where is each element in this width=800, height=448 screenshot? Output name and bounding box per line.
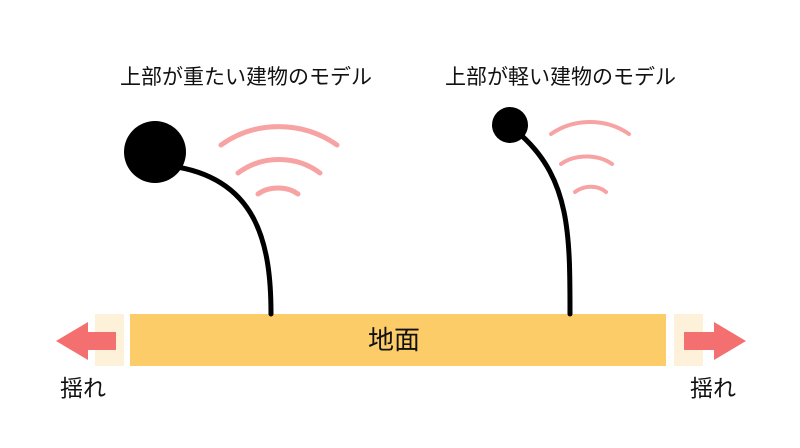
- light-building-mass: [492, 107, 528, 143]
- light-building-stem: [519, 133, 573, 317]
- heavy-top-model-label: 上部が重たい建物のモデル: [120, 65, 372, 89]
- heavy-building-stem: [168, 163, 274, 317]
- ground-slab: [130, 314, 666, 366]
- vibration-wave-icon: [218, 124, 340, 197]
- vibration-wave-icon: [549, 120, 631, 194]
- light-top-model-label: 上部が軽い建物のモデル: [445, 65, 676, 89]
- ground-label: 地面: [368, 326, 421, 356]
- left-shake-label: 揺れ: [60, 376, 106, 402]
- arrow-left-icon: [56, 322, 116, 360]
- heavy-building-mass: [124, 121, 186, 183]
- arrow-right-icon: [684, 322, 746, 360]
- right-shake-label: 揺れ: [690, 376, 736, 402]
